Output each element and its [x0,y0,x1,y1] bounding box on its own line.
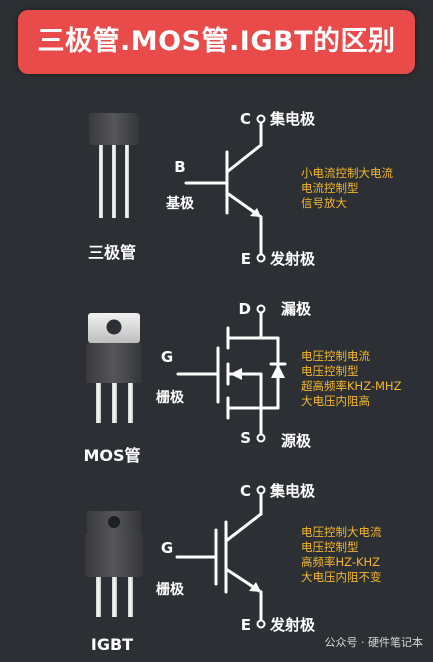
device-name-label: 三极管 [88,243,136,262]
feature-item: 信号放大 [301,196,347,210]
terminal-source-letter: S [240,429,251,447]
terminal-collector-letter: C [240,110,251,128]
terminal-collector-name: 集电极 [269,482,316,500]
terminal-gate-name: 栅极 [156,389,185,406]
feature-item: 高频率HZ-KHZ [301,555,380,569]
terminal-base-letter: B [174,158,185,176]
feature-item: 电压控制电流 [301,349,370,363]
igbt-symbol [175,485,266,629]
terminal-gate-letter: G [161,539,173,557]
feature-list: 电压控制大电流 电压控制型 高频率HZ-KHZ 大电压内阻不变 [301,525,382,584]
page-title: 三极管.MOS管.IGBT的区别 [37,26,396,57]
emitter-arrow-icon [250,208,261,217]
section-mosfet: MOS管 D [83,300,401,465]
transistor-package-icon [89,113,139,218]
bjt-symbol [184,114,266,263]
feature-item: 电压控制型 [301,540,359,554]
gate-arrow-icon [230,368,242,380]
terminal-emitter-name: 发射极 [269,250,316,268]
terminal-drain-name: 漏极 [281,300,312,318]
terminal-gate-letter: G [161,348,173,366]
section-igbt: IGBT C 集电极 G 栅极 E 发射极 电压控制大电流 电压控制型 [85,482,382,654]
terminal-emitter-letter: E [241,250,251,268]
terminal-drain-letter: D [239,300,251,318]
feature-item: 电压控制型 [301,364,359,378]
feature-item: 电压控制大电流 [301,525,382,539]
terminal-base-name: 基极 [166,195,195,212]
title-banner: 三极管.MOS管.IGBT的区别 [18,10,415,74]
terminal-gate-name: 栅极 [156,581,185,598]
igbt-package-icon [85,511,143,617]
feature-item: 小电流控制大电流 [301,166,393,180]
device-name-label: MOS管 [83,446,140,465]
mosfet-package-icon [86,313,142,423]
body-diode-icon [271,364,285,378]
feature-item: 大电压内阻高 [301,394,370,408]
watermark: 公众号 · 硬件笔记本 [324,636,424,649]
terminal-source-name: 源极 [281,432,312,450]
device-name-label: IGBT [91,635,133,654]
feature-item: 大电压内阻不变 [301,570,382,584]
terminal-collector-name: 集电极 [269,110,316,128]
feature-list: 电压控制电流 电压控制型 超高频率KHZ-MHZ 大电压内阻高 [301,349,402,408]
feature-item: 超高频率KHZ-MHZ [301,379,402,393]
emitter-arrow-icon [249,582,261,592]
feature-list: 小电流控制大电流 电流控制型 信号放大 [301,166,393,210]
section-transistor: 三极管 C 集电极 B 基极 E 发射极 小电流控制大电流 电流控制型 [88,110,394,268]
feature-item: 电流控制型 [301,181,359,195]
terminal-collector-letter: C [240,482,251,500]
terminal-emitter-name: 发射极 [269,616,316,634]
terminal-emitter-letter: E [241,616,251,634]
